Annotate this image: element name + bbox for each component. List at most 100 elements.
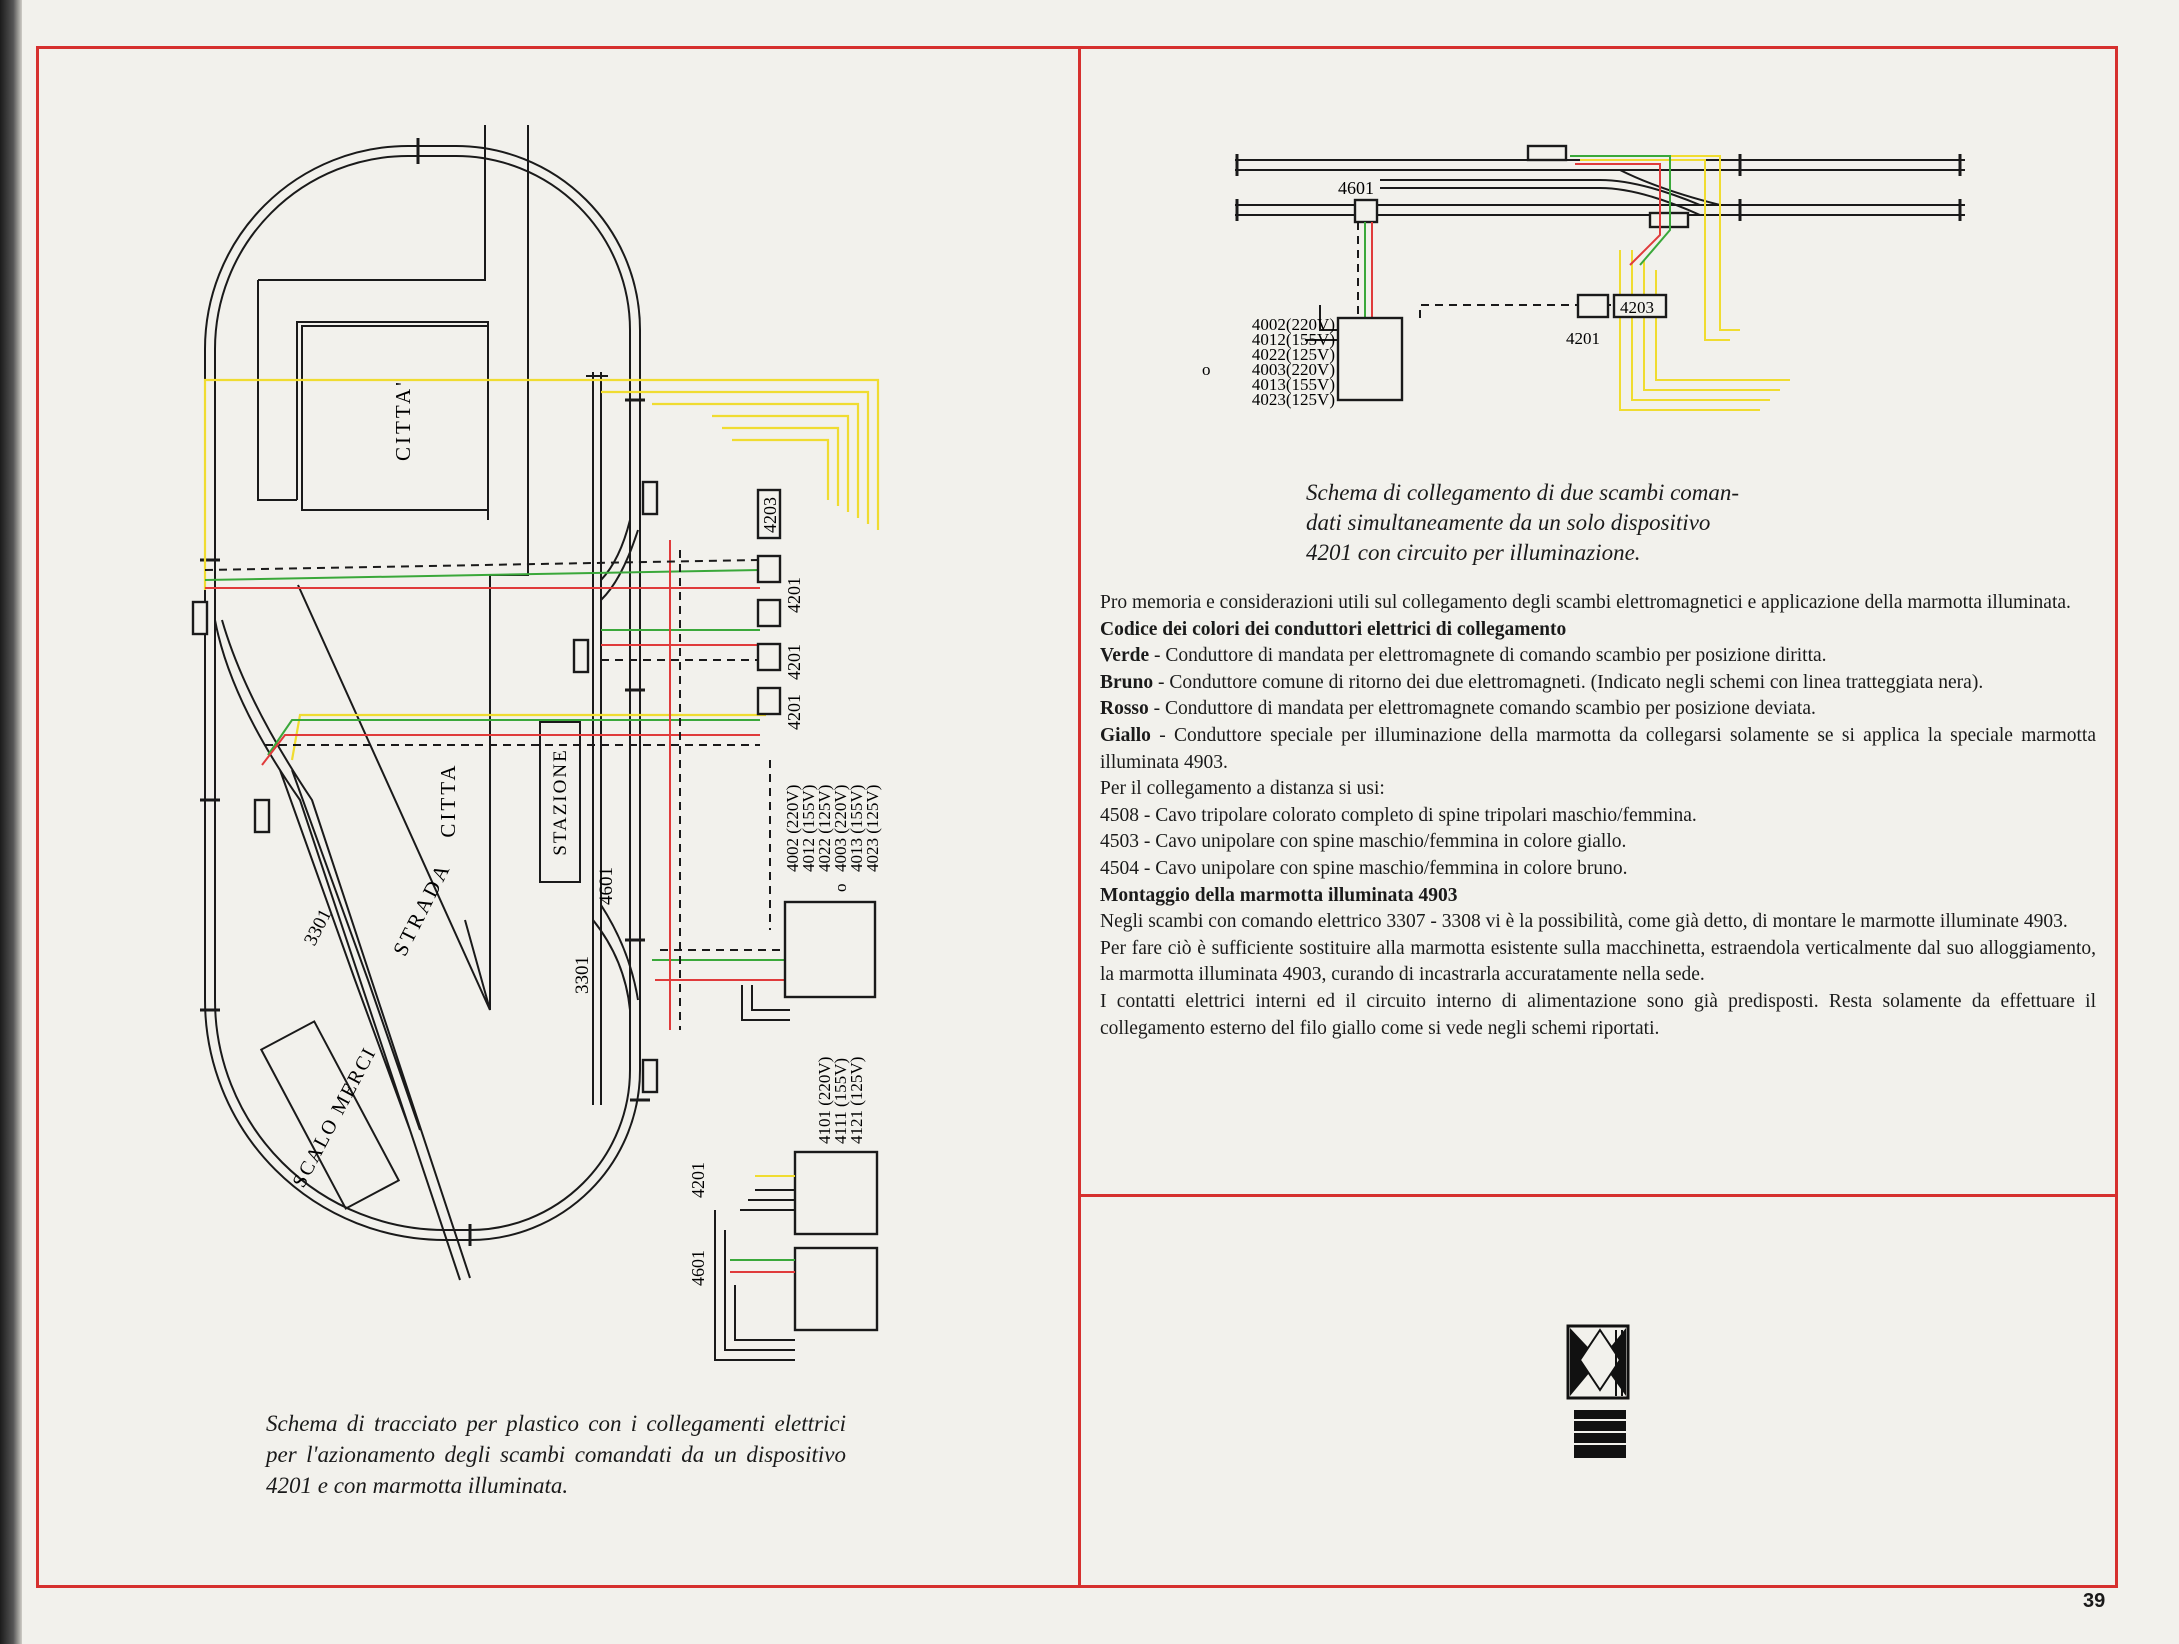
book-spine — [0, 0, 22, 1644]
transformer-leads — [714, 1175, 795, 1361]
distance-intro: Per il collegamento a distanza si usi: — [1100, 778, 1385, 800]
transformer-box-2 — [793, 1150, 879, 1236]
freight-label-box — [259, 1020, 401, 1210]
code-r-4002: 4002(220V) — [1252, 315, 1335, 334]
caption-line-2: dati simultaneamente da un solo disposit… — [1306, 510, 1711, 535]
red-wires — [205, 540, 790, 1030]
code-r-4003: 4003(220V) — [1252, 360, 1335, 379]
device-label-4201-c: 4201 — [784, 694, 804, 730]
column-divider — [1078, 46, 1081, 1588]
switch-diagram-caption: Schema di collegamento di due scambi com… — [1306, 478, 1906, 568]
code-4121: 4121 (125V) — [847, 1057, 866, 1144]
switch-4601-box — [1353, 198, 1379, 224]
device-label-4201-a: 4201 — [784, 577, 804, 613]
device-label-4201-b: 4201 — [784, 644, 804, 680]
device-label-4601: 4601 — [688, 1250, 708, 1286]
code-r-4023: 4023(125V) — [1252, 390, 1335, 409]
device-label-4203-right: 4203 — [1620, 298, 1654, 317]
marmotta-lamp-icon — [1566, 1324, 1630, 1458]
green-text: - Conduttore di mandata per elettromagne… — [1149, 645, 1827, 667]
device-4201-stack — [756, 488, 782, 716]
red-entry: Rosso - Conduttore di mandata per elettr… — [1100, 696, 2096, 723]
code-r-4012: 4012(155V) — [1252, 330, 1335, 349]
transformer-marker-left: o — [831, 884, 850, 893]
switch-motor-c — [641, 480, 659, 516]
device-label-4201-d: 4201 — [688, 1162, 708, 1198]
switch-motor-d — [572, 638, 590, 674]
street-label: STRADA — [388, 858, 456, 960]
code-4101: 4101 (220V) — [815, 1057, 834, 1144]
station-box — [539, 721, 581, 883]
code-r-4022: 4022(125V) — [1252, 345, 1335, 364]
switch-label-4601-right: 4601 — [1338, 178, 1374, 198]
page-frame — [36, 46, 2118, 1588]
track-ties — [200, 138, 650, 1246]
transformer-codes-right: 4002(220V) 4012(155V) 4022(125V) 4003(22… — [1252, 315, 1335, 409]
station-label: STAZIONE — [550, 748, 571, 855]
transformer-box-right — [1336, 316, 1404, 402]
cable-4508: 4508 - Cavo tripolare colorato completo … — [1100, 804, 1697, 826]
transformer-1-leads — [741, 985, 790, 1021]
city-block-upper — [257, 125, 489, 520]
transformer-box-1 — [783, 900, 877, 999]
transformer-codes-left-2: 4101 (220V) 4111 (155V) 4121 (125V) — [815, 1057, 866, 1144]
device-label-4201-right: 4201 — [1566, 329, 1600, 348]
city-block-box — [301, 325, 489, 511]
caption-line-3: 4201 con circuito per illuminazione. — [1306, 540, 1641, 565]
track-layout-diagram: CITTA' CITTA STAZIONE STRADA SCALO MERCI… — [191, 125, 882, 1361]
brown-entry: Bruno - Conduttore comune di ritorno dei… — [1100, 670, 2096, 697]
code-4012: 4012 (155V) — [799, 785, 818, 872]
yellow-entry: Giallo - Conduttore speciale per illumin… — [1100, 723, 2096, 776]
device-4201-right — [1576, 293, 1610, 319]
brown-term: Bruno — [1100, 671, 1154, 693]
city-label-middle: CITTA — [436, 762, 460, 837]
switch-motor-a — [191, 600, 209, 636]
switch-motor-top — [1526, 144, 1568, 162]
cable-4504: 4504 - Cavo unipolare con spine maschio/… — [1100, 857, 1628, 879]
transformer-marker-right: o — [1202, 360, 1211, 379]
device-4203-right — [1612, 293, 1668, 319]
brown-dashed-wires — [204, 550, 790, 1030]
marmotta-illustration — [1566, 1324, 1630, 1458]
code-4022: 4022 (125V) — [815, 785, 834, 872]
yellow-term: Giallo — [1100, 724, 1151, 746]
two-switch-wiring-diagram: 4601 4203 4201 4002(220V) 4012(155V) 402… — [1202, 144, 1965, 411]
cable-4503: 4503 - Cavo unipolare con spine maschio/… — [1100, 831, 1627, 853]
switch-motor-e — [641, 1058, 659, 1094]
device-label-4203: 4203 — [760, 497, 780, 533]
wiring-notes: Pro memoria e considerazioni utili sul c… — [1100, 590, 2096, 1042]
freight-sidings — [214, 619, 471, 1281]
row-divider — [1078, 1194, 2118, 1197]
code-4111: 4111 (155V) — [831, 1058, 850, 1144]
color-code-heading: Codice dei colori dei conduttori elettri… — [1100, 618, 1567, 640]
mount-paragraph-3: I contatti elettrici interni ed il circu… — [1100, 990, 2096, 1039]
code-r-4013: 4013(155V) — [1252, 375, 1335, 394]
main-track-ties — [1235, 154, 1962, 221]
mount-paragraph-1: Negli scambi con comando elettrico 3307 … — [1100, 911, 2068, 933]
transformer-box-3 — [793, 1246, 879, 1332]
code-4002: 4002 (220V) — [783, 785, 802, 872]
code-4013: 4013 (155V) — [847, 785, 866, 872]
yellow-text: - Conduttore speciale per illuminazione … — [1100, 724, 2096, 773]
layout-diagram-caption: Schema di tracciato per plastico con i c… — [266, 1411, 846, 1498]
switch-motor-b — [253, 798, 271, 834]
mount-paragraph-2: Per fare ciò è sufficiente sostituire al… — [1100, 937, 2096, 986]
oval-track-outer — [204, 145, 641, 1241]
switch-label-3301-b: 3301 — [572, 956, 593, 994]
yellow-wires — [203, 378, 880, 761]
code-4023: 4023 (125V) — [863, 785, 882, 872]
red-text: - Conduttore di mandata per elettromagne… — [1148, 698, 1816, 720]
page-number: 39 — [2083, 1590, 2106, 1612]
brown-text: - Conduttore comune di ritorno dei due e… — [1153, 671, 1984, 693]
code-4003: 4003 (220V) — [831, 785, 850, 872]
freight-yard-label: SCALO MERCI — [288, 1043, 381, 1191]
caption-line-1: Schema di collegamento di due scambi com… — [1306, 480, 1740, 505]
switch-label-4601: 4601 — [596, 867, 617, 905]
red-term: Rosso — [1100, 698, 1149, 720]
right-wires — [1357, 155, 1790, 411]
notes-intro: Pro memoria e considerazioni utili sul c… — [1100, 592, 2071, 613]
city-label-upper: CITTA' — [391, 379, 415, 461]
oval-track-inner — [214, 155, 631, 1231]
green-wires — [204, 569, 790, 961]
green-term: Verde — [1100, 645, 1150, 667]
